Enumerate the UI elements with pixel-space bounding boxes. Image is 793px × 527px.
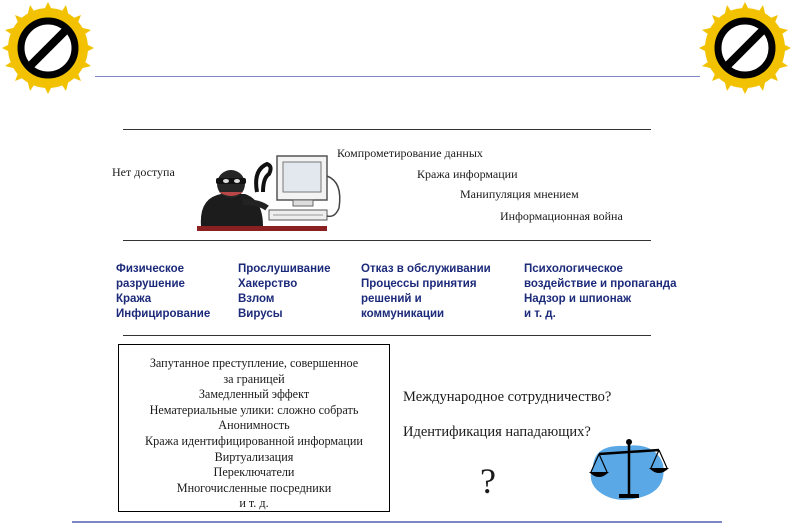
threat-label: Кража информации xyxy=(417,167,518,181)
problem-line: Анонимность xyxy=(218,418,290,433)
attack-column: Психологическое воздействие и пропаганда… xyxy=(524,262,676,322)
attack-item: Кража xyxy=(116,293,152,305)
problem-line: за границей xyxy=(223,371,285,386)
question-mark: ? xyxy=(480,461,496,501)
no-access-label: Нет доступа xyxy=(112,165,175,179)
problem-line: Кража идентифицированной информации xyxy=(145,433,363,448)
attack-item: Надзор и шпионаж xyxy=(524,293,632,305)
attack-item: воздействие и пропаганда xyxy=(524,278,677,290)
attack-item: Психологическое xyxy=(524,263,623,275)
problem-line: и т. д. xyxy=(239,496,269,511)
identification-question: Идентификация нападающих? xyxy=(403,424,591,440)
hacker-computer-icon xyxy=(197,155,341,231)
footer-rule xyxy=(72,521,722,523)
problem-line: Запутанное преступление, совершенное xyxy=(149,356,359,370)
problem-line: Нематериальные улики: сложно собрать xyxy=(149,402,359,417)
attack-item: Процессы принятия xyxy=(361,278,477,290)
threat-label: Компрометирование данных xyxy=(337,146,483,160)
header-rule xyxy=(95,76,700,77)
problems-box: Запутанное преступление, совершенное за … xyxy=(118,344,390,512)
problem-line: Переключатели xyxy=(213,465,295,480)
attack-item: Прослушивание xyxy=(238,263,331,275)
attack-item: разрушение xyxy=(116,278,185,290)
section-divider xyxy=(123,335,651,336)
scales-of-justice-icon xyxy=(589,439,669,500)
no-entry-badge-icon xyxy=(699,2,791,94)
problem-line: Многочисленные посредники xyxy=(176,480,332,495)
problem-line: Виртуализация xyxy=(214,449,294,464)
cooperation-question: Международное сотрудничество? xyxy=(403,389,612,405)
attack-item: и т. д. xyxy=(524,308,556,320)
threat-label: Информационная война xyxy=(500,209,623,223)
attack-item: Отказ в обслуживании xyxy=(361,263,491,275)
no-entry-badge-icon xyxy=(2,2,94,94)
attack-item: Инфицирование xyxy=(116,308,211,320)
attack-item: решений и xyxy=(361,293,422,305)
attack-item: коммуникации xyxy=(361,308,445,320)
problem-line: Замедленный эффект xyxy=(198,387,310,402)
attack-column: Отказ в обслуживании Процессы принятия р… xyxy=(361,262,491,322)
attack-item: Хакерство xyxy=(238,278,298,290)
threat-label: Манипуляция мнением xyxy=(460,187,579,201)
section-divider xyxy=(123,240,651,241)
attack-item: Вирусы xyxy=(238,308,283,320)
attack-item: Физическое xyxy=(116,263,185,275)
attack-column: Прослушивание Хакерство Взлом Вирусы xyxy=(238,262,331,322)
attack-column: Физическое разрушение Кража Инфицировани… xyxy=(116,262,210,322)
attack-item: Взлом xyxy=(238,293,275,305)
section-divider xyxy=(123,129,651,130)
